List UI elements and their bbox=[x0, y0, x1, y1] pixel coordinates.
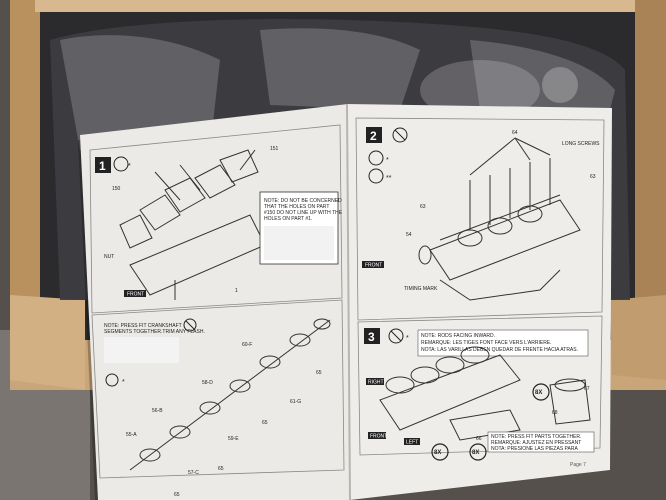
part-label-150: 150 bbox=[112, 186, 121, 192]
step3-note-line-3: NOTA: LAS VARILLAS DEBEN QUEDAR DE FRENT… bbox=[421, 347, 578, 353]
part-label-68: 68 bbox=[552, 410, 558, 416]
booklet-crease bbox=[346, 103, 351, 500]
paint-drop-icon bbox=[105, 373, 119, 387]
paint-drop-icon-3 bbox=[368, 168, 384, 184]
step3-note2-line-3: NOTA: PRESIONE LAS PIEZAS PARA bbox=[491, 446, 578, 452]
step1-number: 1 bbox=[99, 159, 106, 173]
part-label-151: 151 bbox=[270, 146, 279, 152]
crank-part-59e: 59-E bbox=[228, 436, 239, 442]
crank-part-65-b: 65 bbox=[262, 420, 268, 426]
step3-note2-line-1: NOTE: PRESS FIT PARTS TOGETHER. bbox=[491, 434, 581, 440]
crank-note-line-1: NOTE: PRESS FIT CRANKSHAFT bbox=[104, 323, 182, 329]
page-footer: Page 7 bbox=[570, 462, 586, 468]
step3-note-line-2: REMARQUE: LES TIGES FONT FACE VERS L'ARR… bbox=[421, 340, 552, 346]
step1-note-line-3: #150 DO NOT LINE UP WITH THE bbox=[264, 210, 343, 216]
part-label-67: 67 bbox=[584, 386, 590, 392]
step1-drawing bbox=[119, 149, 266, 300]
step3-drawing bbox=[379, 346, 591, 441]
instruction-right-page: 2 * ** 64 63 63 54 LONG SCREWS TIMING MA… bbox=[346, 104, 612, 500]
step3-note-line-1: NOTE: RODS FACING INWARD. bbox=[421, 333, 495, 339]
step2-number: 2 bbox=[370, 129, 377, 143]
no-glue-icon-3 bbox=[388, 328, 404, 344]
step3-right-label: RIGHT bbox=[368, 380, 384, 386]
crank-part-55a: 55-A bbox=[126, 432, 137, 438]
asterisk-mark-4: ** bbox=[386, 175, 392, 182]
paint-drop-icon-2 bbox=[368, 150, 384, 166]
multiplier-badge-1 bbox=[532, 383, 550, 401]
step1-note-line-4: HOLES ON PART #1. bbox=[264, 216, 312, 222]
part-label-1: 1 bbox=[235, 288, 238, 294]
long-screws-label: LONG SCREWS bbox=[562, 141, 600, 147]
part-label-64: 64 bbox=[512, 130, 518, 136]
step1-note-line-1: NOTE: DO NOT BE CONCERNED bbox=[264, 198, 342, 204]
crank-part-65-d: 65 bbox=[174, 492, 180, 498]
crank-part-65-c: 65 bbox=[218, 466, 224, 472]
crank-part-61g: 61-G bbox=[290, 399, 301, 405]
multiplier-text-1: 8X bbox=[535, 390, 542, 396]
asterisk-mark-3: * bbox=[386, 157, 389, 164]
part-label-nut: NUT bbox=[104, 254, 114, 260]
step2-front-label: FRONT bbox=[365, 263, 382, 269]
multiplier-text-3: 8X bbox=[472, 450, 479, 456]
multiplier-badge-2 bbox=[431, 443, 449, 461]
instruction-left-page: 1 * 151 150 1 NUT NOTE: DO NOT BE CONCER… bbox=[80, 104, 350, 500]
part-label-66: 66 bbox=[476, 436, 482, 442]
step3-note2-line-2: REMARQUE: AJUSTEZ EN PRESSANT bbox=[491, 440, 581, 446]
glue-icon bbox=[113, 156, 129, 172]
crank-part-56b: 56-B bbox=[152, 408, 163, 414]
crank-part-58d: 58-D bbox=[202, 380, 213, 386]
crank-part-65-a: 65 bbox=[316, 370, 322, 376]
part-label-63-right: 63 bbox=[590, 174, 596, 180]
multiplier-text-2: 8X bbox=[434, 450, 441, 456]
crankshaft-drawing bbox=[129, 318, 331, 471]
step2-drawing bbox=[418, 137, 581, 301]
asterisk-mark-2: * bbox=[122, 379, 125, 386]
step1-note-line-2: THAT THE HOLES ON PART bbox=[264, 204, 329, 210]
asterisk-mark-5: * bbox=[406, 335, 409, 342]
crank-note-line-2: SEGMENTS TOGETHER.TRIM ANY FLASH. bbox=[104, 329, 205, 335]
part-label-54: 54 bbox=[406, 232, 412, 238]
step1-front-label: FRONT bbox=[127, 292, 144, 298]
crank-part-60f: 60-F bbox=[242, 342, 252, 348]
timing-mark-label: TIMING MARK bbox=[404, 286, 438, 292]
crank-part-57c: 57-C bbox=[188, 470, 199, 476]
no-glue-icon-2 bbox=[392, 127, 408, 143]
asterisk-mark: * bbox=[128, 163, 131, 170]
step3-number: 3 bbox=[368, 330, 375, 344]
step3-left-label: LEFT bbox=[406, 440, 418, 446]
no-glue-icon bbox=[183, 318, 197, 332]
step3-front-label: FRONT bbox=[370, 434, 387, 440]
part-label-63-left: 63 bbox=[420, 204, 426, 210]
multiplier-badge-3 bbox=[469, 443, 487, 461]
